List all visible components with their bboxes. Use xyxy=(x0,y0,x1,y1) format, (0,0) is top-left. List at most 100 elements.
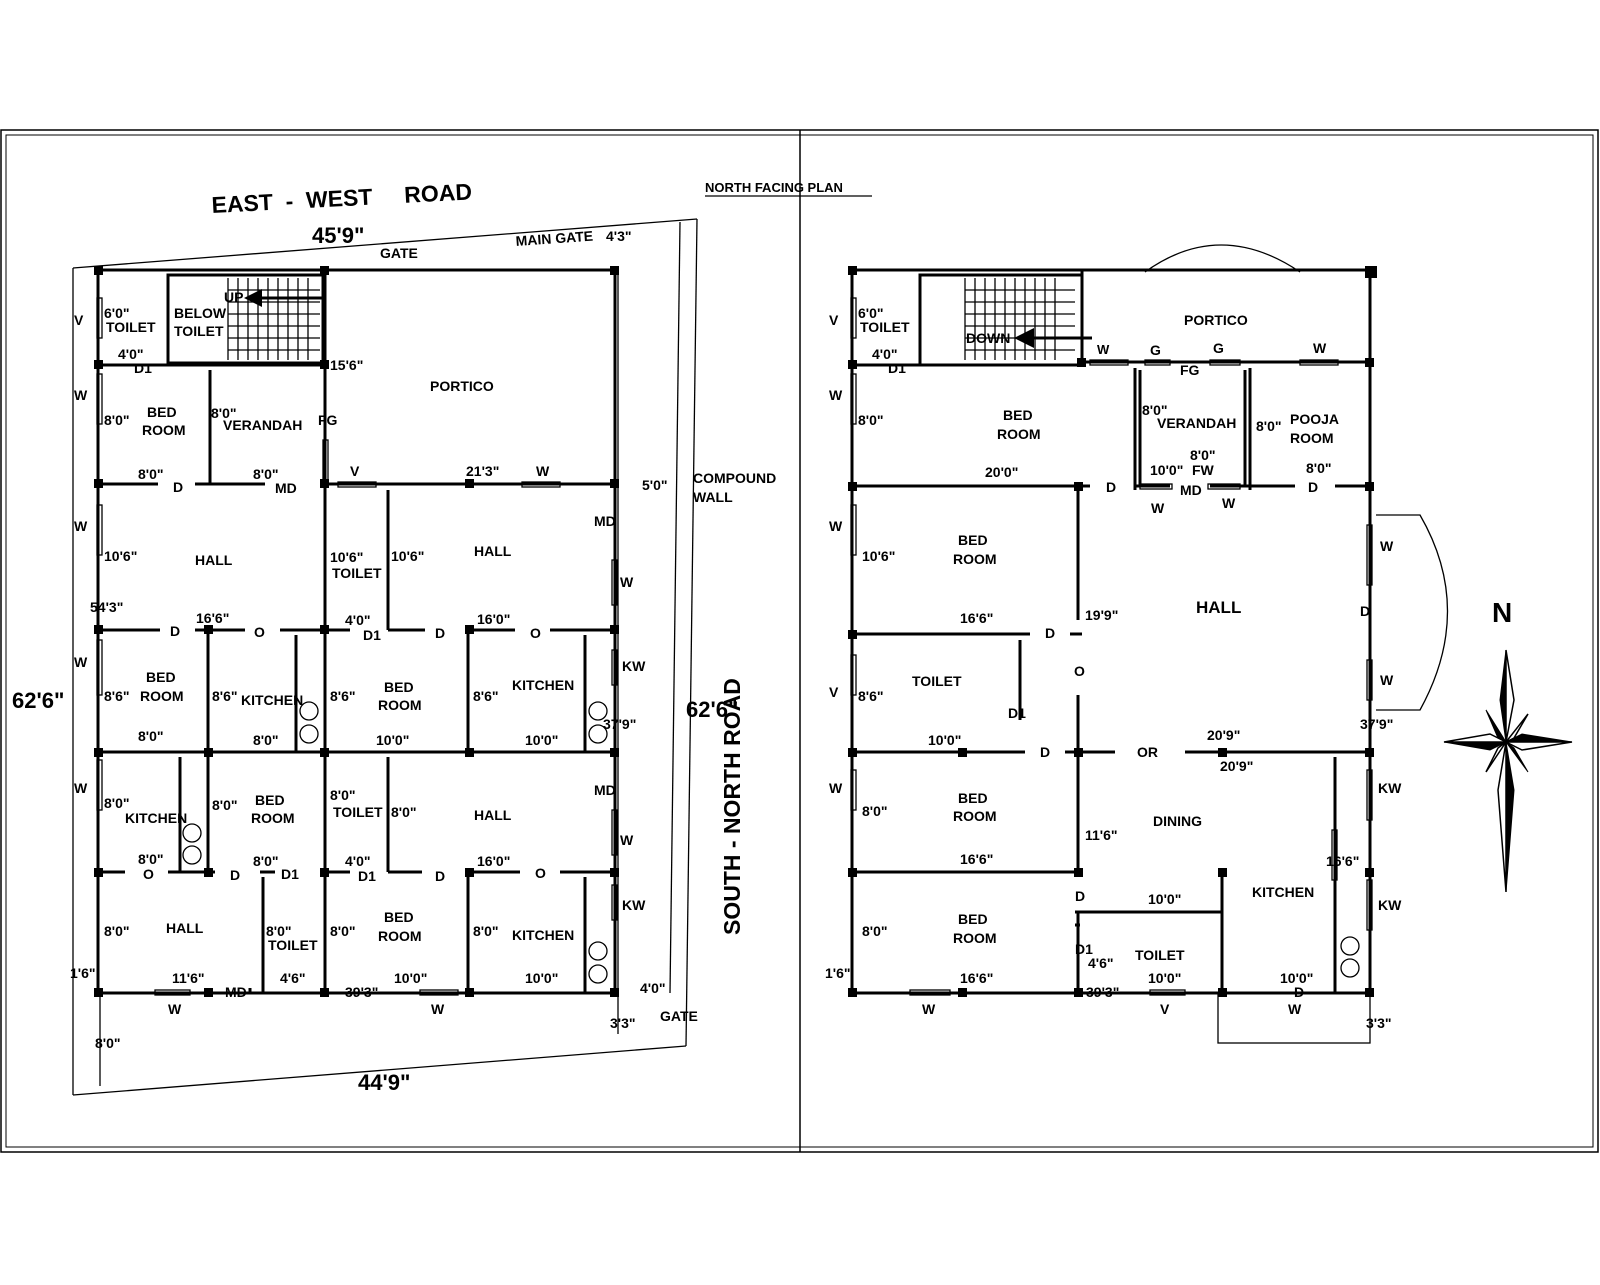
floor-stair xyxy=(964,278,1092,360)
fl-kw1: KW xyxy=(1378,780,1402,796)
fl-d-d: D xyxy=(1040,744,1050,760)
fl-toilet2-dim: 8'6" xyxy=(858,688,884,704)
label-bed4-dim: 8'0" xyxy=(212,797,238,813)
label-toilet2-dim: 10'6" xyxy=(330,549,363,565)
plot-boundary xyxy=(72,218,698,1096)
label-bed4b: ROOM xyxy=(251,810,295,826)
label-kit1: KITCHEN xyxy=(241,692,303,708)
fl-portico: PORTICO xyxy=(1184,312,1248,328)
label-toilet2: TOILET xyxy=(332,565,382,581)
label-md-r2: MD xyxy=(594,782,616,798)
fl-bed1b: ROOM xyxy=(997,426,1041,442)
fl-o: O xyxy=(1074,663,1085,679)
label-toilet4-dim: 8'0" xyxy=(266,923,292,939)
fl-g1: G xyxy=(1150,342,1161,358)
label-up: UP xyxy=(224,289,243,305)
label-bed2a: BED xyxy=(146,669,176,685)
label-dim-10-0-a: 10'0" xyxy=(376,732,409,748)
floor-labels: V 6'0" TOILET DOWN PORTICO 4'0" D1 W G G… xyxy=(825,305,1402,1031)
fl-d-b: D xyxy=(1308,479,1318,495)
fl-w-b1: W xyxy=(922,1001,936,1017)
north-compass: N xyxy=(1443,597,1573,893)
label-w-left2: W xyxy=(74,518,88,534)
label-dim-8-0-c: 8'0" xyxy=(138,728,164,744)
label-dim-4-0-d: 4'0" xyxy=(640,980,666,996)
label-o-c: O xyxy=(143,866,154,882)
label-dim-5-0: 5'0" xyxy=(642,477,668,493)
label-w-left4: W xyxy=(74,780,88,796)
fl-dim-10-0-b: 10'0" xyxy=(1148,891,1181,907)
fl-toilet-dim: 6'0" xyxy=(858,305,884,321)
sheet-border xyxy=(0,129,1599,1153)
fl-w-m2: W xyxy=(1222,495,1236,511)
fl-w-l1: W xyxy=(829,387,843,403)
fl-bed3a: BED xyxy=(958,790,988,806)
label-bed3-dim: 8'6" xyxy=(330,688,356,704)
label-kit3-dim: 8'0" xyxy=(104,795,130,811)
fl-hall: HALL xyxy=(1196,598,1241,617)
fl-bed4a: BED xyxy=(958,911,988,927)
fl-w-r2: W xyxy=(1380,672,1394,688)
label-dim-37-9: 37'9" xyxy=(603,716,636,732)
fl-kw2: KW xyxy=(1378,897,1402,913)
label-d1-c: D1 xyxy=(281,866,299,882)
label-o-b: O xyxy=(530,625,541,641)
label-w-mid: W xyxy=(536,463,550,479)
fl-dim-16-6-d: 16'6" xyxy=(960,970,993,986)
label-dim-4-0-c: 4'0" xyxy=(345,853,371,869)
fl-bed1-dim: 8'0" xyxy=(858,412,884,428)
fl-d1: D1 xyxy=(888,360,906,376)
floor-plan: V 6'0" TOILET DOWN PORTICO 4'0" D1 W G G… xyxy=(825,244,1449,1044)
label-w-r1: W xyxy=(620,574,634,590)
label-md: MD xyxy=(275,480,297,496)
fl-pooja1: POOJA xyxy=(1290,411,1339,427)
fl-dim-16-6-a: 16'6" xyxy=(960,610,993,626)
label-toilet4: TOILET xyxy=(268,937,318,953)
label-bed5-dim: 8'0" xyxy=(330,923,356,939)
label-v-top: V xyxy=(74,312,84,328)
label-d-b: D xyxy=(170,623,180,639)
fl-v1: V xyxy=(829,312,839,328)
label-w-left3: W xyxy=(74,654,88,670)
label-kit2: KITCHEN xyxy=(512,677,574,693)
label-room: ROOM xyxy=(142,422,186,438)
label-kit2-dim: 8'6" xyxy=(473,688,499,704)
fl-bed3-dim: 8'0" xyxy=(862,803,888,819)
fl-bed2-dim: 10'6" xyxy=(862,548,895,564)
label-gate-b: GATE xyxy=(660,1008,698,1024)
label-dim-4-6: 4'6" xyxy=(280,970,306,986)
fl-dim-16-6-b: 16'6" xyxy=(960,851,993,867)
fl-dim-39-3: 39'3" xyxy=(1086,984,1119,1000)
fl-bed1a: BED xyxy=(1003,407,1033,423)
label-d-a: D xyxy=(173,479,183,495)
label-w-b1: W xyxy=(168,1001,182,1017)
site-fixtures xyxy=(182,701,608,984)
fl-d1-b: D1 xyxy=(1008,705,1026,721)
label-hall3: HALL xyxy=(474,807,512,823)
label-dim-16-0: 16'0" xyxy=(477,611,510,627)
road-top: EAST - WEST ROAD xyxy=(211,178,473,218)
label-toilet3: TOILET xyxy=(333,804,383,820)
fl-w-r1: W xyxy=(1380,538,1394,554)
fl-dim-19-9: 19'9" xyxy=(1085,607,1118,623)
label-gate-top: GATE xyxy=(380,245,418,261)
label-bed5b: ROOM xyxy=(378,928,422,944)
label-verandah-dim: 8'0" xyxy=(211,405,237,421)
compass-north: N xyxy=(1492,597,1512,628)
label-hall4: HALL xyxy=(166,920,204,936)
fl-w-m1: W xyxy=(1151,500,1165,516)
fl-toilet3: TOILET xyxy=(1135,947,1185,963)
fl-down: DOWN xyxy=(966,330,1010,346)
label-fg: FG xyxy=(318,412,338,428)
label-d-e: D xyxy=(435,868,445,884)
site-plan: EAST - WEST ROAD SOUTH - NORTH ROAD 45'9… xyxy=(12,178,776,1096)
fl-d-c: D xyxy=(1045,625,1055,641)
road-right: SOUTH - NORTH ROAD xyxy=(719,678,745,935)
fl-w-l3: W xyxy=(829,780,843,796)
label-w-left1: W xyxy=(74,387,88,403)
fl-bed2a: BED xyxy=(958,532,988,548)
sheet-title: NORTH FACING PLAN xyxy=(705,180,843,195)
label-w-b2: W xyxy=(431,1001,445,1017)
